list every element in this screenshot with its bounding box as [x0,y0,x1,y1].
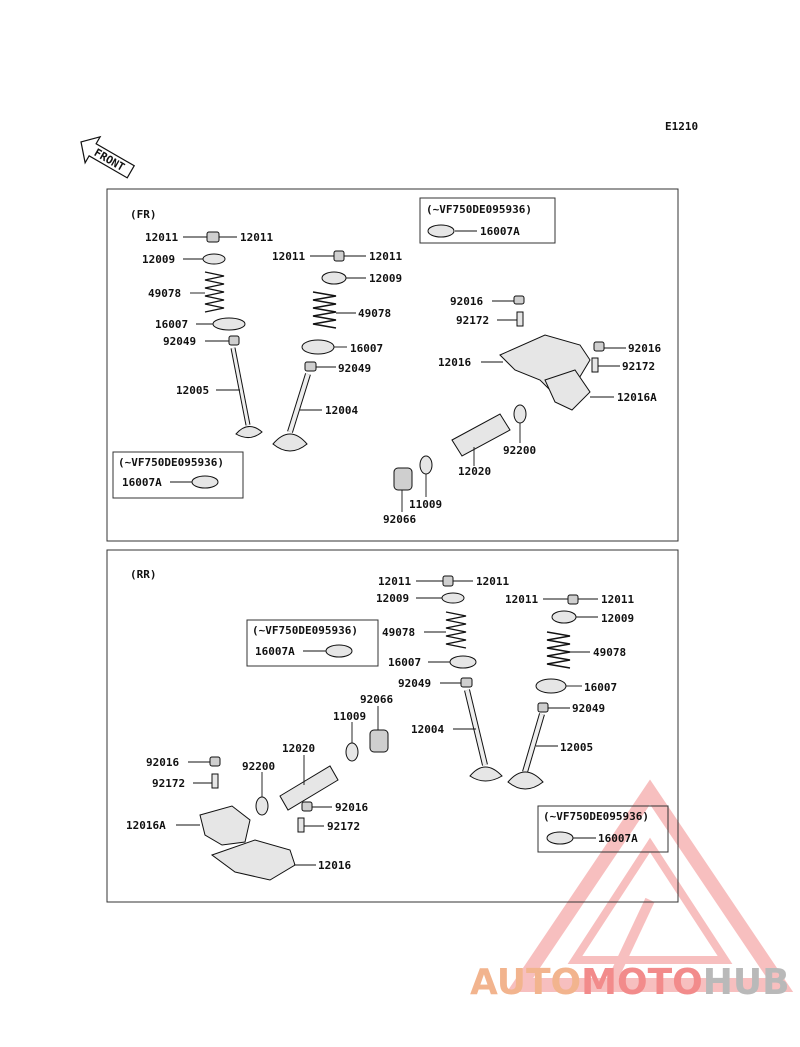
rear-label-92049-b: 92049 [572,702,605,715]
front-label-92016-b: 92016 [628,342,661,355]
rear-label-92016-a: 92016 [146,756,179,769]
front-section-frame [106,188,679,542]
rear-label-92066: 92066 [360,693,393,706]
rear-label-92049-a: 92049 [398,677,431,690]
rear-note-b-part: 16007A [598,832,638,845]
brand-watermark: AUTOMOTOHUB [470,962,790,1003]
front-label-92049-a: 92049 [163,335,196,348]
front-label-12004: 12004 [325,404,358,417]
front-label-92016-a: 92016 [450,295,483,308]
front-label-92200: 92200 [503,444,536,457]
front-note-a-part: 16007A [480,225,520,238]
rear-label-92016-b: 92016 [335,801,368,814]
rear-label-12005: 12005 [560,741,593,754]
front-label-16007-b: 16007 [350,342,383,355]
front-label-12011-a: 12011 [145,231,178,244]
rear-note-a-serial: (~VF750DE095936) [252,624,358,637]
rear-label-49078-a: 49078 [382,626,415,639]
rear-label-12011-a: 12011 [378,575,411,588]
front-label-92172-a: 92172 [456,314,489,327]
front-label-12020: 12020 [458,465,491,478]
rear-label-92200: 92200 [242,760,275,773]
rear-note-a-part: 16007A [255,645,295,658]
front-label-12011-c: 12011 [272,250,305,263]
rear-label-12009-a: 12009 [376,592,409,605]
front-note-b-part: 16007A [122,476,162,489]
front-label-12011-b: 12011 [240,231,273,244]
front-label-12005: 12005 [176,384,209,397]
front-label-12011-d: 12011 [369,250,402,263]
front-label-12009-b: 12009 [369,272,402,285]
rear-label-11009: 11009 [333,710,366,723]
front-label-16007-a: 16007 [155,318,188,331]
front-arrow-icon: FRONT [80,135,136,179]
front-label-12016: 12016 [438,356,471,369]
front-section-title: (FR) [130,208,157,221]
figure-code: E1210 [665,120,698,133]
rear-label-92172-b: 92172 [327,820,360,833]
front-note-box-a [419,197,556,244]
front-label-11009: 11009 [409,498,442,511]
rear-label-12009-b: 12009 [601,612,634,625]
rear-label-16007-a: 16007 [388,656,421,669]
rear-label-12020: 12020 [282,742,315,755]
front-note-a-serial: (~VF750DE095936) [426,203,532,216]
rear-label-12011-c: 12011 [505,593,538,606]
front-label-12009-a: 12009 [142,253,175,266]
rear-label-12011-b: 12011 [476,575,509,588]
rear-note-box-b [537,805,669,853]
front-label-12016A: 12016A [617,391,657,404]
front-label-92172-b: 92172 [622,360,655,373]
rear-note-box-a [246,619,379,667]
rear-section-title: (RR) [130,568,157,581]
rear-label-12004: 12004 [411,723,444,736]
front-label-92049-b: 92049 [338,362,371,375]
rear-label-12016: 12016 [318,859,351,872]
front-label-92066: 92066 [383,513,416,526]
front-label-49078-a: 49078 [148,287,181,300]
brand-part-1: AUTO [470,962,582,1003]
front-note-b-serial: (~VF750DE095936) [118,456,224,469]
rear-label-49078-b: 49078 [593,646,626,659]
rear-section-frame [106,549,679,903]
rear-label-92172-a: 92172 [152,777,185,790]
brand-part-2: MOTO [581,962,703,1003]
front-arrow-label: FRONT [92,146,128,174]
front-note-box-b [112,451,244,499]
front-label-49078-b: 49078 [358,307,391,320]
rear-label-16007-b: 16007 [584,681,617,694]
rear-label-12011-d: 12011 [601,593,634,606]
rear-label-12016A: 12016A [126,819,166,832]
rear-note-b-serial: (~VF750DE095936) [543,810,649,823]
brand-part-3: HUB [702,962,790,1003]
